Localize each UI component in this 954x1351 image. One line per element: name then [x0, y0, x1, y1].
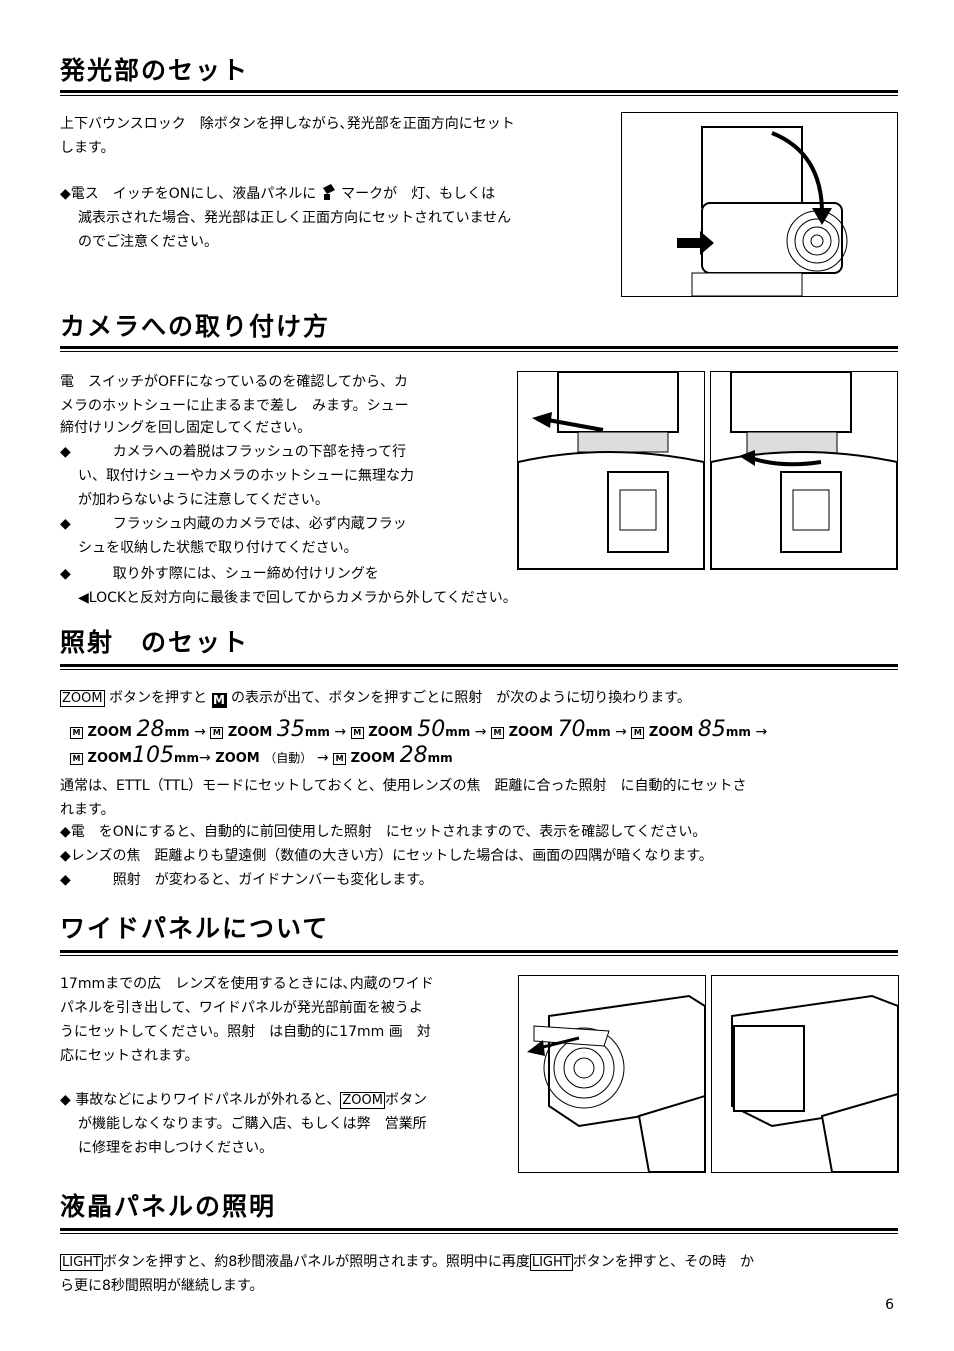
section-title-wide-panel: ワイドパネルについて [60, 914, 330, 943]
note: が加わらないように注意してください。 [78, 492, 329, 508]
note: シュを収納した状態で取り付けてください。 [78, 540, 358, 556]
light-key-label: LIGHT [60, 1254, 103, 1271]
wide-panel-figure-2 [711, 975, 899, 1173]
wide-panel-figure-1 [518, 975, 706, 1173]
title-rule [60, 346, 898, 352]
m-icon: M [70, 727, 83, 739]
title-rule [60, 1228, 898, 1234]
m-icon: M [70, 753, 83, 765]
title-rule [60, 664, 898, 670]
m-icon: M [631, 727, 645, 739]
m-icon: M [333, 753, 347, 765]
paragraph: ら更に8秒間照明が継続します。 [60, 1278, 264, 1294]
zoom-key-label: ZOOM [340, 1092, 385, 1109]
flash-head-warning-icon [321, 182, 337, 210]
note: い、取付けシューやカメラのホットシューに無理な力 [78, 468, 414, 484]
paragraph: うにセットしてください。照射 は自動的に17mm 画 対 [60, 1024, 431, 1040]
note: のでご注意ください。 [78, 234, 218, 250]
note: ◆ カメラへの着脱はフラッシュの下部を持って行 [60, 444, 407, 460]
paragraph: 応にセットされます。 [60, 1048, 199, 1064]
section-title-flash-head: 発光部のセット [60, 56, 250, 85]
note: が機能しなくなります。ご購入店、もしくは弊 営業所 [78, 1116, 427, 1132]
m-icon: M [211, 693, 227, 708]
paragraph: 締付けリングを回し固定してください。 [60, 420, 312, 436]
zoom-sequence-line-2: M ZOOM105mm→ ZOOM （自動） → M ZOOM 28mm [70, 744, 453, 771]
note: ◆ 照射 が変わると、ガイドナンバーも変化します。 [60, 872, 433, 888]
title-rule [60, 950, 898, 956]
paragraph: メラのホットシューに止まるまで差し みます。シュー [60, 398, 409, 414]
note: ◆ 取り外す際には、シュー締め付けリングを [60, 566, 379, 582]
note: ◆電ス イッチをONにし、液晶パネルに マークが 灯、もしくは [60, 182, 495, 210]
paragraph: れます。 [60, 802, 115, 818]
attach-figure-2 [710, 371, 898, 570]
section-title-attach: カメラへの取り付け方 [60, 312, 331, 341]
m-icon: M [491, 727, 505, 739]
paragraph: 通常は、ETTL（TTL）モードにセットしておくと、使用レンズの焦 距離に合った… [60, 778, 747, 794]
page-number: 6 [885, 1297, 894, 1313]
paragraph: パネルを引き出して、ワイドパネルが発光部前面を被うよ [60, 1000, 423, 1016]
note: ◆レンズの焦 距離よりも望遠側（数値の大きい方）にセットした場合は、画面の四隅が… [60, 848, 713, 864]
note: に修理をお申しつけください。 [78, 1140, 274, 1156]
m-icon: M [350, 727, 364, 739]
note: ◆ フラッシュ内蔵のカメラでは、必ず内蔵フラッ [60, 516, 407, 532]
zoom-key-label: ZOOM [60, 690, 105, 707]
section-title-lcd-light: 液晶パネルの照明 [60, 1192, 277, 1221]
section-title-zoom: 照射 のセット [60, 628, 250, 657]
note: ◆電 をONにすると、自動的に前回使用した照射 にセットされますので、表示を確認… [60, 824, 707, 840]
title-rule [60, 90, 898, 96]
flash-head-figure [621, 112, 898, 297]
note: ◀LOCKと反対方向に最後まで回してからカメラから外してください。 [78, 590, 517, 606]
paragraph: 17mmまでの広 レンズを使用するときには､内蔵のワイド [60, 976, 434, 992]
m-icon: M [210, 727, 224, 739]
attach-figure-1 [517, 371, 705, 570]
paragraph: 上下バウンスロック 除ボタンを押しながら､発光部を正面方向にセット [60, 116, 515, 132]
zoom-sequence-line-1: M ZOOM 28mm → M ZOOM 35mm → M ZOOM 50mm … [70, 718, 767, 745]
light-key-label: LIGHT [529, 1254, 573, 1271]
zoom-intro: ZOOM ボタンを押すと M の表示が出て、ボタンを押すごとに照射 が次のように… [60, 690, 691, 708]
paragraph: 電 スイッチがOFFになっているのを確認してから、カ [60, 374, 409, 390]
note: 滅表示された場合、発光部は正しく正面方向にセットされていません [78, 210, 512, 226]
paragraph: します。 [60, 140, 115, 156]
